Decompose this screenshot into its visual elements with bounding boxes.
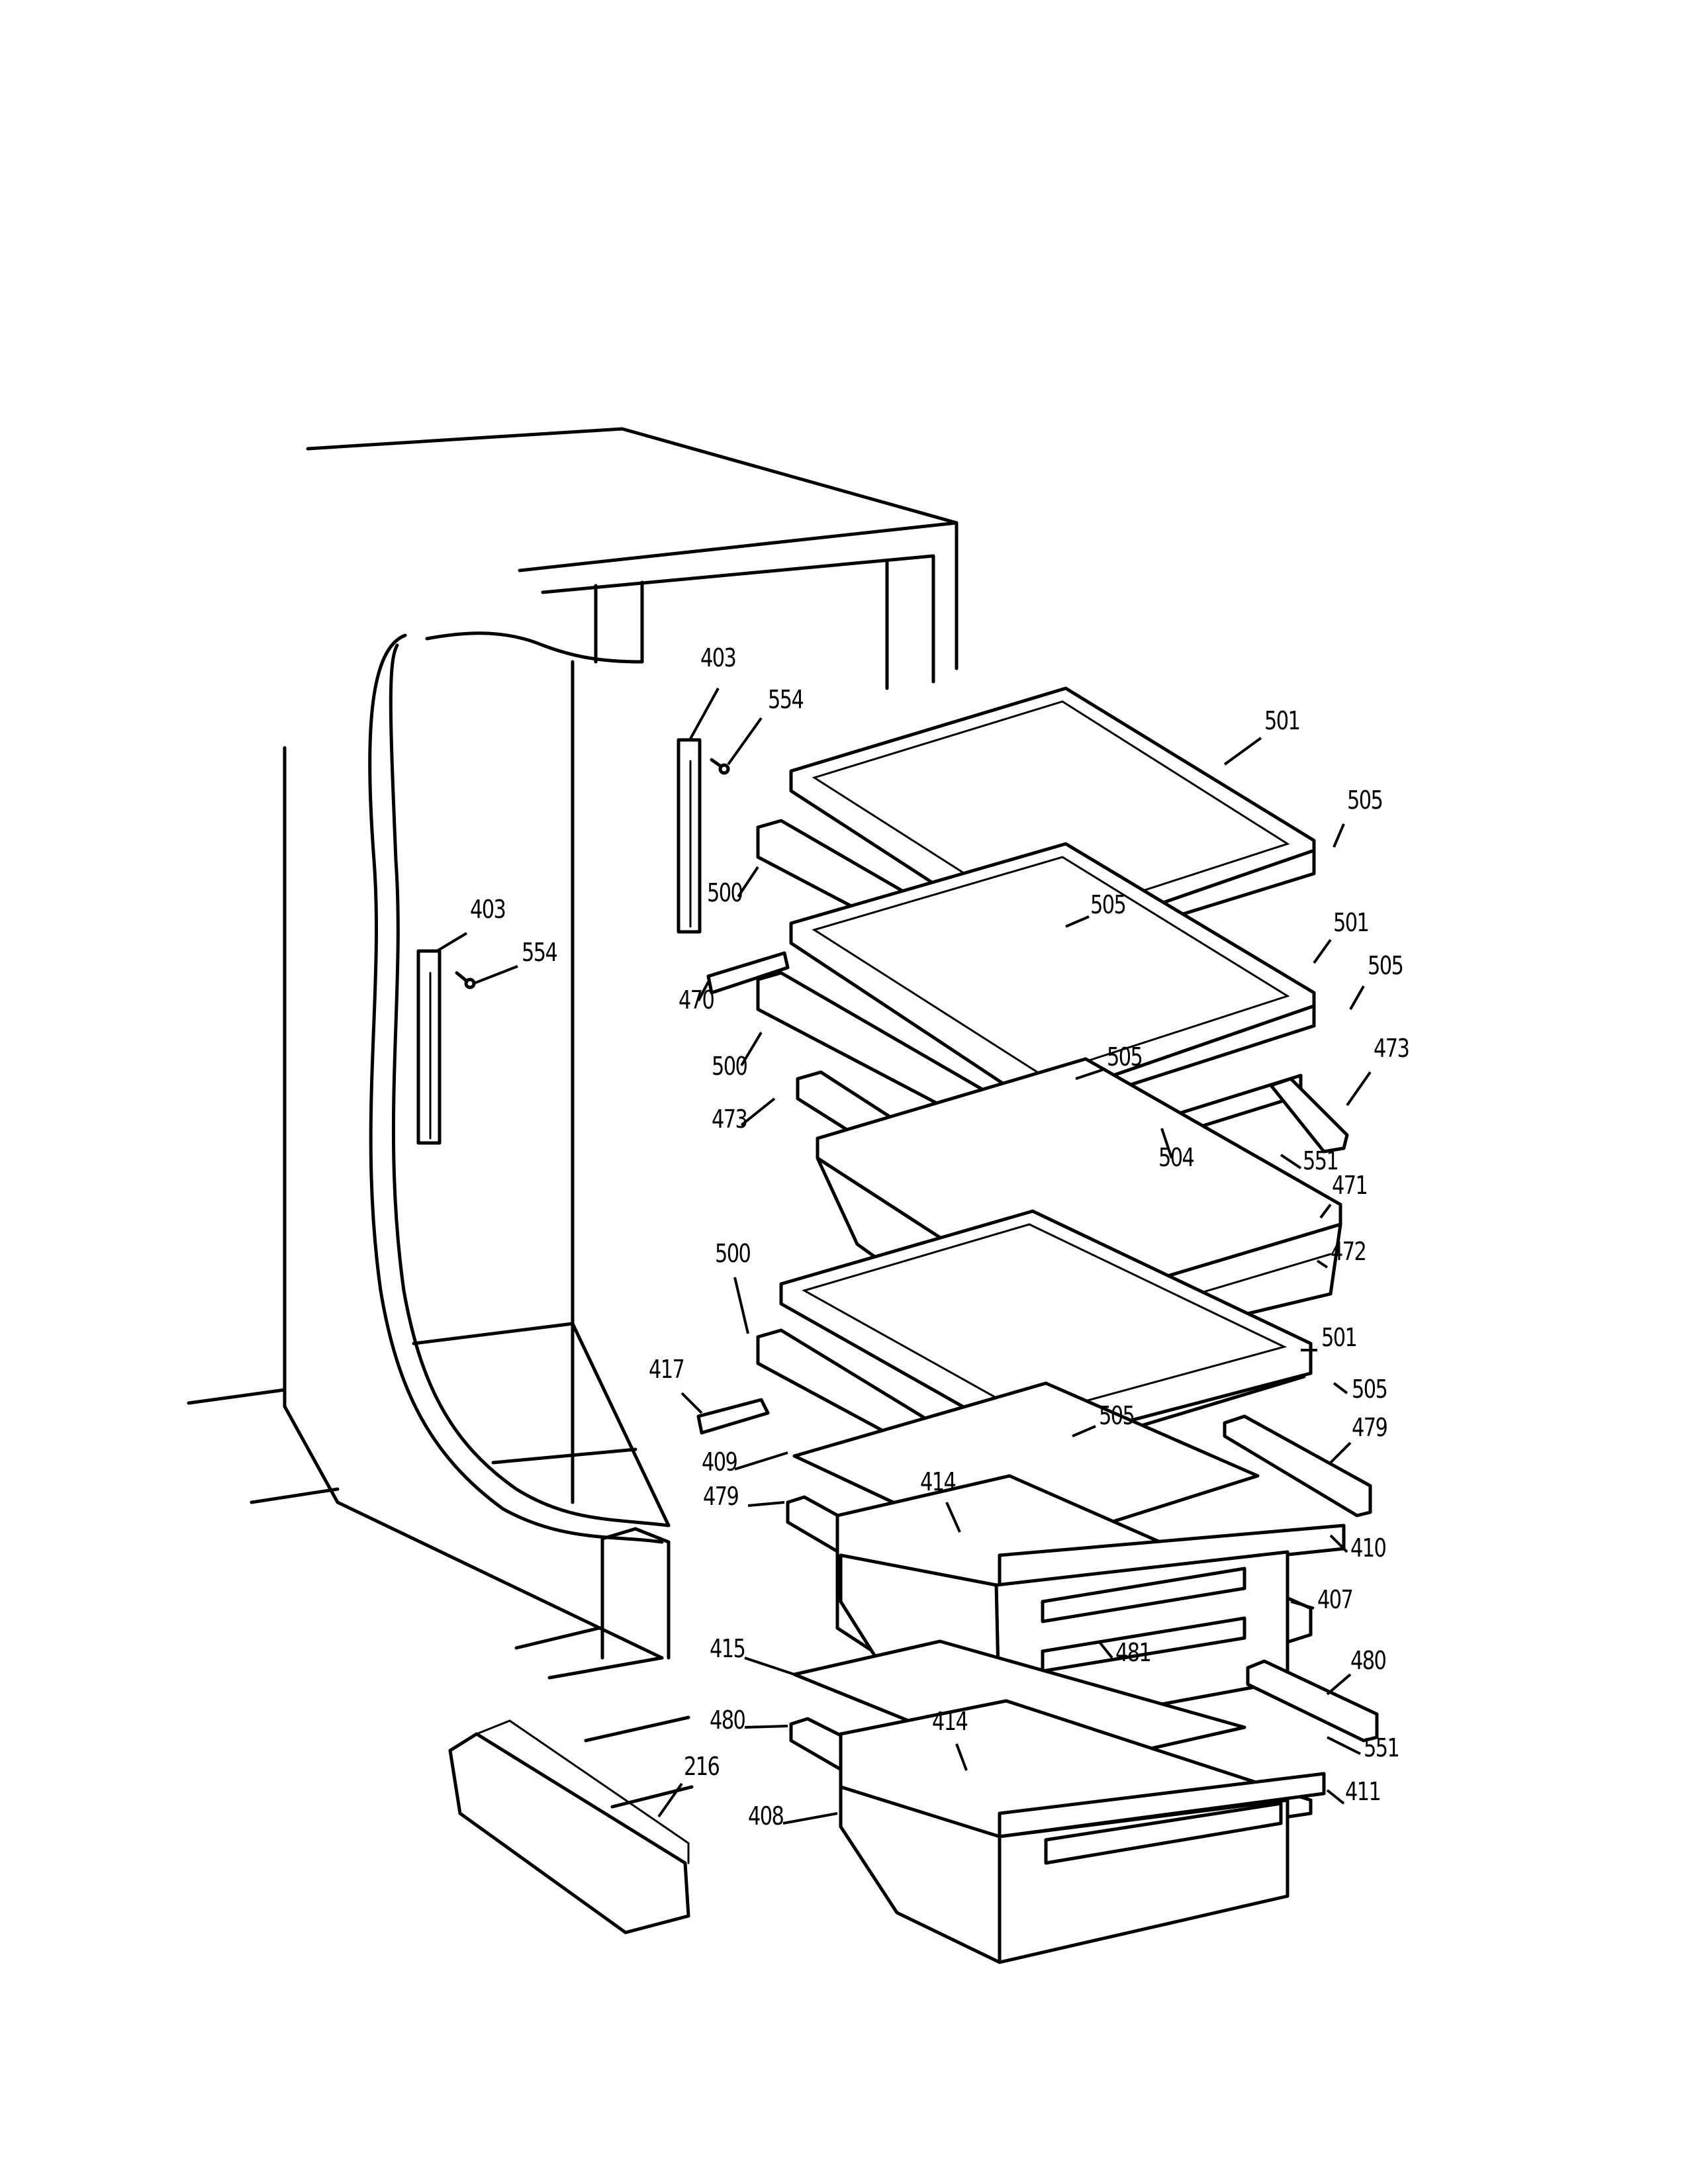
callout-label: 554 [522, 938, 558, 967]
rail-473-right [1269, 1077, 1349, 1154]
glass-shelf-3 [779, 1209, 1313, 1448]
crisper-pan-408 [839, 1699, 1326, 1964]
callout-label: 505 [1347, 786, 1383, 815]
rail-470 [706, 951, 790, 995]
callout-label: 500 [715, 1239, 751, 1268]
callout-label: 403 [700, 643, 737, 672]
callout-label: 505 [1352, 1375, 1388, 1404]
callout-label: 505 [1090, 890, 1127, 919]
callout-label: 500 [707, 878, 743, 907]
callout-label: 504 [1158, 1143, 1195, 1172]
screw-554-lower [455, 971, 476, 989]
callout-label: 216 [684, 1752, 720, 1781]
rail-417 [696, 1398, 770, 1435]
callout-label: 410 [1350, 1533, 1387, 1563]
callout-label: 480 [710, 1706, 746, 1735]
callout-label: 403 [470, 895, 506, 924]
callout-label: 471 [1332, 1171, 1368, 1200]
screw-554-upper [710, 758, 730, 775]
rail-480-right [1246, 1659, 1379, 1743]
callout-label: 479 [703, 1482, 739, 1511]
callout-label: 472 [1331, 1237, 1367, 1266]
callout-label: 551 [1364, 1733, 1400, 1762]
cabinet [187, 427, 959, 1809]
callout-label: 551 [1303, 1146, 1339, 1175]
callout-label: 501 [1321, 1323, 1358, 1352]
callout-label: 470 [679, 985, 715, 1015]
callout-label: 505 [1107, 1042, 1143, 1071]
callout-label: 415 [710, 1634, 746, 1663]
callout-label: 500 [712, 1052, 748, 1081]
callout-label: 408 [748, 1801, 784, 1831]
callout-label: 409 [702, 1447, 738, 1477]
callout-label: 417 [649, 1355, 685, 1384]
callout-label: 414 [920, 1467, 957, 1496]
rail-479-right [1223, 1414, 1372, 1518]
callout-label: 501 [1264, 706, 1301, 735]
callout-label: 505 [1099, 1401, 1135, 1430]
door-bin-216 [448, 1719, 690, 1934]
shelf-standard-lower [416, 949, 442, 1145]
callout-label: 480 [1350, 1646, 1387, 1675]
callout-label: 505 [1368, 951, 1404, 980]
glass-shelf-2 [789, 842, 1316, 1114]
callout-label: 411 [1345, 1777, 1382, 1806]
callout-label: 479 [1352, 1413, 1388, 1442]
shelf-standard-upper [677, 738, 702, 934]
callout-label: 481 [1115, 1638, 1152, 1667]
callout-label: 414 [932, 1707, 968, 1736]
leader-lines [436, 688, 1372, 1825]
callout-label: 407 [1317, 1585, 1354, 1614]
callout-label: 473 [712, 1105, 748, 1134]
callout-label: 473 [1374, 1034, 1410, 1063]
callout-label: 554 [768, 685, 804, 714]
callout-label: 501 [1333, 908, 1370, 937]
